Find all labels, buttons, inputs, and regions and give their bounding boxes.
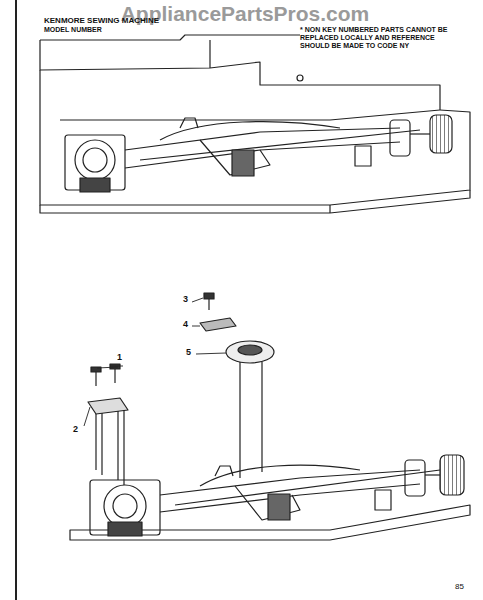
bobbin-case-5: [226, 341, 274, 478]
note-text: * NON KEY NUMBERED PARTS CANNOT BE REPLA…: [300, 26, 460, 50]
page-number: 85: [455, 582, 475, 591]
upper-mechanism: [65, 115, 452, 192]
plate-2: [88, 398, 128, 485]
bracket-4: [200, 318, 236, 331]
border-line: [15, 0, 17, 600]
heading-text: KENMORE SEWING MACHINE: [44, 16, 204, 25]
callout-number: 3: [183, 294, 193, 304]
callout-number: 1: [117, 352, 127, 362]
model-text: MODEL NUMBER: [44, 26, 204, 34]
leader-lines: [84, 298, 226, 426]
lower-mechanism: [70, 455, 470, 540]
callout-number: 4: [183, 319, 193, 329]
screw-3: [204, 293, 214, 310]
callout-number: 2: [73, 424, 83, 434]
callout-number: 5: [186, 347, 196, 357]
screw-1: [91, 364, 120, 386]
machine-housing: [40, 35, 470, 213]
